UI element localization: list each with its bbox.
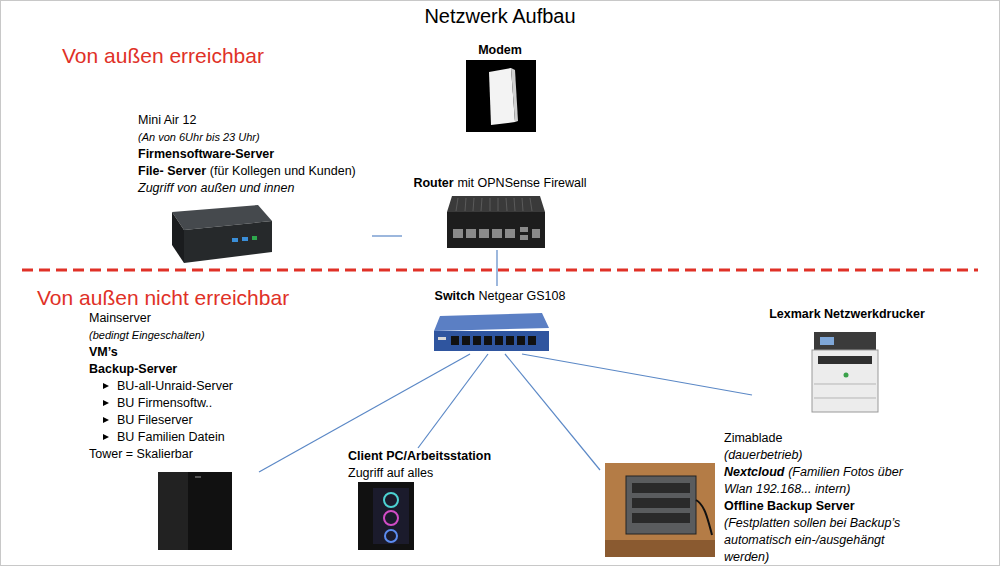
node-label: Lexmark Netzwerkdrucker bbox=[769, 307, 925, 321]
text-line: (dauerbetrieb) bbox=[724, 447, 912, 464]
text-line: BU-all-Unraid-Server bbox=[89, 378, 257, 395]
node-label: Modem bbox=[478, 43, 522, 57]
text-line: Client PC/Arbeitsstation bbox=[348, 448, 497, 465]
text-line: Router mit OPNSense Firewall bbox=[402, 175, 598, 192]
device-node: Lexmark Netzwerkdrucker bbox=[752, 306, 944, 414]
zone-divider bbox=[22, 269, 978, 272]
node-label: BU Fileserver bbox=[117, 413, 193, 427]
tower-server-picture bbox=[158, 472, 232, 550]
network-cable bbox=[372, 235, 402, 236]
node-label: Mini Air 12 bbox=[138, 113, 196, 127]
text-line: File- Server (für Kollegen und Kunden) bbox=[138, 163, 370, 180]
text-line: Zimablade bbox=[724, 430, 912, 447]
node-label: Zimablade bbox=[724, 431, 782, 445]
node-text: Lexmark Netzwerkdrucker bbox=[752, 306, 942, 323]
device-node: Modem bbox=[460, 40, 542, 132]
network-cable bbox=[496, 250, 497, 286]
bullet-arrow bbox=[103, 434, 109, 440]
text-line: Mini Air 12 bbox=[138, 112, 370, 129]
node-text: Mini Air 12 (An von 6Uhr bis 23 Uhr) Firme… bbox=[138, 112, 370, 197]
printer-picture bbox=[812, 332, 878, 412]
node-label: BU Firmensoftw.. bbox=[117, 396, 212, 410]
text-line: (An von 6Uhr bis 23 Uhr) bbox=[138, 129, 370, 146]
text-line: Mainserver bbox=[89, 310, 257, 327]
node-label: (Festplatten sollen bei Backup’s automat… bbox=[724, 516, 900, 564]
text-line: (Festplatten sollen bei Backup’s automat… bbox=[724, 515, 912, 566]
text-line: Zugriff von außen und innen bbox=[138, 180, 370, 197]
node-text: Switch Netgear GS108 bbox=[418, 288, 582, 305]
switch-picture bbox=[434, 313, 549, 351]
zone-label: Von außen erreichbar bbox=[62, 44, 264, 68]
zone-label: Von außen nicht erreichbar bbox=[37, 286, 289, 310]
zimablade-picture bbox=[605, 463, 715, 557]
bullet-arrow bbox=[103, 417, 109, 423]
text-line: Tower = Skalierbar bbox=[89, 446, 257, 463]
device-node: Router mit OPNSense Firewall bbox=[402, 174, 600, 250]
text-line: Offline Backup Server bbox=[724, 498, 912, 515]
text-line: Backup-Server bbox=[89, 361, 257, 378]
node-label: (dauerbetrieb) bbox=[724, 448, 803, 462]
device-node: Client PC/ArbeitsstationZugriff auf alle… bbox=[345, 448, 499, 552]
text-line: Lexmark Netzwerkdrucker bbox=[752, 306, 942, 323]
node-label: mit OPNSense Firewall bbox=[457, 176, 586, 190]
node-text: Modem bbox=[460, 42, 540, 59]
node-label: Mainserver bbox=[89, 311, 151, 325]
router-picture bbox=[447, 196, 545, 248]
text-line: Firmensoftware-Server bbox=[138, 146, 370, 163]
node-label: Client PC/Arbeitsstation bbox=[348, 449, 491, 463]
text-line: Nextcloud(Familien Fotos über Wlan 192.1… bbox=[724, 464, 912, 498]
node-label: (An von 6Uhr bis 23 Uhr) bbox=[138, 131, 260, 143]
text-line: Zugriff auf alles bbox=[348, 465, 497, 482]
node-text: Router mit OPNSense Firewall bbox=[402, 175, 598, 192]
node-label: (für Kollegen und Kunden) bbox=[210, 164, 356, 178]
node-text: Client PC/ArbeitsstationZugriff auf alle… bbox=[348, 448, 497, 482]
node-text: Mainserver (bedingt Eingeschalten) VM’sBac… bbox=[89, 310, 257, 463]
text-line: Switch Netgear GS108 bbox=[418, 288, 582, 305]
client-pc-picture bbox=[358, 482, 414, 550]
node-label: BU-all-Unraid-Server bbox=[117, 379, 233, 393]
node-label: Firmensoftware-Server bbox=[138, 147, 274, 161]
bullet-arrow bbox=[103, 383, 109, 389]
node-label: Netgear GS108 bbox=[479, 289, 566, 303]
text-line: (bedingt Eingeschalten) bbox=[89, 327, 257, 344]
node-label: Zugriff von außen und innen bbox=[138, 181, 294, 195]
node-label: Zugriff auf alles bbox=[348, 466, 433, 480]
text-line: VM’s bbox=[89, 344, 257, 361]
network-cable bbox=[522, 354, 752, 395]
bullet-arrow bbox=[103, 400, 109, 406]
node-label: Nextcloud bbox=[724, 465, 784, 479]
text-line: BU Firmensoftw.. bbox=[89, 395, 257, 412]
text-line: BU Fileserver bbox=[89, 412, 257, 429]
device-node: Mainserver (bedingt Eingeschalten) VM’sBac… bbox=[85, 310, 259, 552]
network-cable bbox=[418, 354, 488, 448]
node-label: Backup-Server bbox=[89, 362, 177, 376]
node-label: File- Server bbox=[138, 164, 206, 178]
node-label: VM’s bbox=[89, 345, 118, 359]
node-label: BU Familien Datein bbox=[117, 430, 225, 444]
device-node: Mini Air 12 (An von 6Uhr bis 23 Uhr) Firme… bbox=[135, 110, 372, 268]
mini-pc-picture bbox=[172, 205, 272, 263]
device-node: Zimablade (dauerbetrieb) Nextcloud(Familie… bbox=[600, 430, 914, 566]
node-label: Tower = Skalierbar bbox=[89, 447, 193, 461]
device-node: Switch Netgear GS108 bbox=[418, 286, 584, 354]
node-text: Zimablade (dauerbetrieb) Nextcloud(Familie… bbox=[724, 430, 912, 566]
diagram-title: Netzwerk Aufbau bbox=[0, 5, 1000, 28]
network-cable bbox=[505, 354, 600, 470]
node-label: Switch bbox=[435, 289, 475, 303]
node-label: Offline Backup Server bbox=[724, 499, 855, 513]
node-label: Router bbox=[413, 176, 453, 190]
text-line: Modem bbox=[460, 42, 540, 59]
node-label: (bedingt Eingeschalten) bbox=[89, 329, 205, 341]
modem-picture bbox=[466, 60, 536, 132]
text-line: BU Familien Datein bbox=[89, 429, 257, 446]
